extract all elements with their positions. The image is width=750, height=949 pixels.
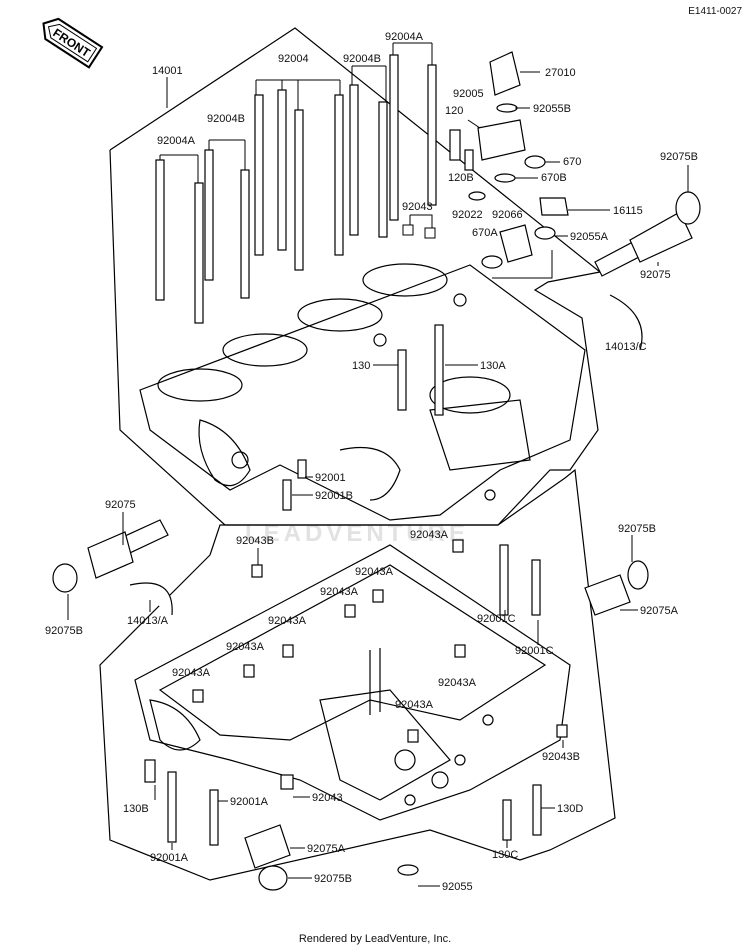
label-130b: 130B (123, 803, 149, 815)
label-92004a-top: 92004A (385, 31, 424, 43)
label-92004: 92004 (278, 53, 309, 65)
callout-lines (67, 42, 689, 887)
label-92004b-mid: 92004B (207, 113, 245, 125)
left-shaft-assembly (52, 519, 173, 616)
label-92075b-right: 92075B (660, 151, 698, 163)
label-16115: 16115 (613, 205, 643, 217)
bottom-shaft-pieces (244, 824, 419, 891)
part-labels: 14001 92004 92004B 92004A 92004B 92004A … (45, 31, 698, 893)
label-92055b: 92055B (533, 103, 571, 115)
label-92001: 92001 (315, 472, 346, 484)
label-92055: 92055 (442, 881, 473, 893)
front-arrow-badge: FRONT (42, 17, 104, 69)
label-92055a: 92055A (570, 231, 609, 243)
lower-crankcase (134, 544, 571, 821)
label-92043b-right: 92043B (542, 751, 580, 763)
label-92075-right: 92075 (640, 269, 671, 281)
label-14001: 14001 (152, 65, 183, 77)
label-92075a-bottom: 92075A (307, 843, 346, 855)
label-92075-left: 92075 (105, 499, 136, 511)
label-92043a-5: 92043A (226, 641, 265, 653)
label-14013a: 14013/A (127, 615, 169, 627)
label-92001a-2: 92001A (230, 796, 269, 808)
label-670b: 670B (541, 172, 567, 184)
diagram-id: E1411-0027 (688, 6, 742, 17)
label-92075b-bottom: 92075B (314, 873, 352, 885)
label-92004a-mid: 92004A (157, 135, 196, 147)
label-92075b-left: 92075B (45, 625, 83, 637)
right-lower-shaft (584, 560, 649, 616)
label-130a: 130A (480, 360, 506, 372)
label-92075b-right2: 92075B (618, 523, 656, 535)
label-120b: 120B (448, 172, 474, 184)
label-92043-top: 92043 (402, 201, 433, 213)
label-92043b-left: 92043B (236, 535, 274, 547)
lower-case-outline (99, 468, 616, 881)
label-92022: 92022 (452, 209, 483, 221)
label-92043a-8: 92043A (395, 699, 434, 711)
label-92001b: 92001B (315, 490, 353, 502)
label-92005: 92005 (453, 88, 484, 100)
label-120: 120 (445, 105, 463, 117)
label-92043a-3: 92043A (320, 586, 359, 598)
label-670: 670 (563, 156, 581, 168)
dowel-pins-lower (192, 539, 568, 790)
label-92001a-1: 92001A (150, 852, 189, 864)
label-92066: 92066 (492, 209, 523, 221)
label-14013c: 14013/C (605, 341, 647, 353)
dowel-pins-top (402, 224, 436, 239)
footer-credit: Rendered by LeadVenture, Inc. (298, 933, 452, 945)
oil-pressure-switch-group (449, 51, 569, 269)
label-92043a-2: 92043A (355, 566, 394, 578)
bolts (144, 324, 542, 846)
label-130d: 130D (557, 803, 583, 815)
label-92004b-top: 92004B (343, 53, 381, 65)
label-92043a-4: 92043A (268, 615, 307, 627)
label-27010: 27010 (545, 67, 576, 79)
right-shaft-assembly (594, 191, 701, 351)
label-92001c-2: 92001C (515, 645, 554, 657)
label-670a: 670A (472, 227, 498, 239)
label-130: 130 (352, 360, 370, 372)
label-130c: 130C (492, 849, 518, 861)
label-92043-bottom: 92043 (312, 792, 343, 804)
label-92043a-7: 92043A (438, 677, 477, 689)
cylinder-studs (155, 54, 437, 324)
upper-crankcase (139, 263, 586, 521)
label-92043a-1: 92043A (410, 529, 449, 541)
label-92001c-1: 92001C (477, 613, 516, 625)
label-92075a-right: 92075A (640, 605, 679, 617)
label-92043a-6: 92043A (172, 667, 211, 679)
